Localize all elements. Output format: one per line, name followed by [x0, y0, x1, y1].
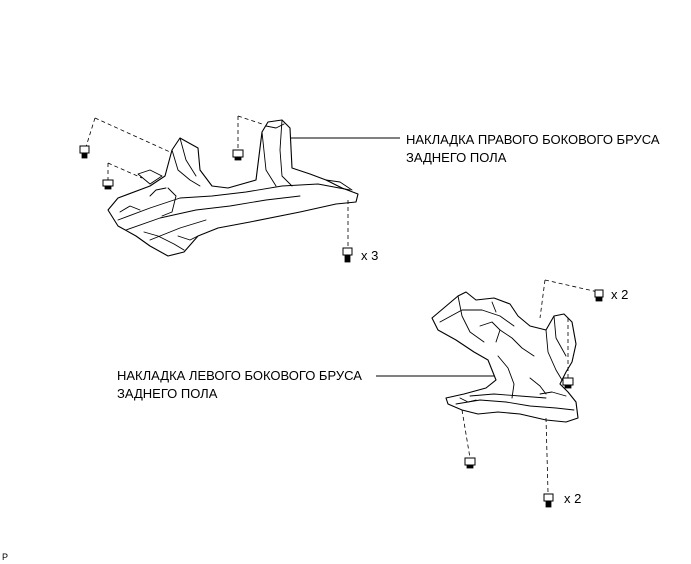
- right-bolts-quantity: x 3: [361, 248, 378, 263]
- left-bolts-upper-quantity: x 2: [611, 287, 628, 302]
- left-cover-fasteners: [461, 279, 604, 508]
- nut-icon: [464, 457, 476, 469]
- bolt-icon: [79, 145, 90, 159]
- bolt-icon: [594, 289, 604, 302]
- left-bolts-lower-quantity: x 2: [564, 491, 581, 506]
- nut-icon: [102, 179, 114, 190]
- right-cover-label-line2: ЗАДНЕГО ПОЛА: [406, 150, 507, 165]
- left-floor-side-member-cover: [431, 291, 579, 423]
- right-cover-label-line1: НАКЛАДКА ПРАВОГО БОКОВОГО БРУСА: [406, 132, 660, 147]
- right-floor-side-member-cover: [107, 119, 359, 257]
- left-cover-label-line1: НАКЛАДКА ЛЕВОГО БОКОВОГО БРУСА: [117, 368, 362, 383]
- corner-mark: P: [2, 552, 8, 562]
- bolt-icon: [543, 493, 554, 508]
- nut-icon: [562, 377, 574, 389]
- nut-icon: [232, 149, 244, 161]
- bolt-icon: [342, 247, 353, 263]
- left-cover-label-line2: ЗАДНЕГО ПОЛА: [117, 386, 218, 401]
- right-cover-fasteners: [79, 115, 353, 263]
